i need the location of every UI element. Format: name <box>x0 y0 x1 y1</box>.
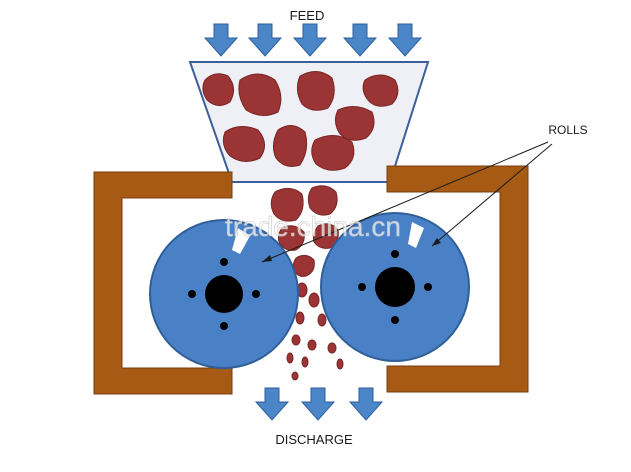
discharge-arrow-icon <box>301 387 335 421</box>
leader-line <box>261 141 549 263</box>
left-frame <box>93 171 233 395</box>
feed-arrows <box>204 23 422 57</box>
leader-line <box>431 143 553 247</box>
ore-lump <box>202 73 234 106</box>
ore-lump <box>362 74 399 107</box>
feed-arrow-icon <box>343 23 377 57</box>
right-roll <box>320 212 470 362</box>
ore-lump <box>277 225 305 251</box>
left-roll-bolt <box>252 290 260 298</box>
feed-arrow-icon <box>293 23 327 57</box>
feed-arrow-icon <box>248 23 282 57</box>
right-frame <box>386 165 529 393</box>
ore-lump <box>313 223 339 249</box>
left-roll-bolt <box>220 322 228 330</box>
ore-lump <box>222 126 265 162</box>
feed-arrow-icon <box>204 23 238 57</box>
arrowhead-icon <box>262 255 272 262</box>
left-roll-bolt <box>220 258 228 266</box>
watermark: trade.china.cn <box>225 211 401 242</box>
discharge-arrow-icon <box>349 387 383 421</box>
left-roll-bolt <box>188 290 196 298</box>
rolls-label: ROLLS <box>548 123 587 137</box>
right-roll-bolt <box>391 250 399 258</box>
ore-lump <box>286 352 294 364</box>
right-roll-bolt <box>424 283 432 291</box>
rolls-leader-lines <box>261 141 553 263</box>
ore-lump <box>317 313 327 327</box>
discharge-arrows <box>255 387 383 421</box>
discharge-label: DISCHARGE <box>275 432 353 447</box>
ore-lumps <box>202 71 399 171</box>
ore-lump <box>238 73 282 116</box>
right-roll-notch <box>408 222 424 248</box>
arrowhead-icon <box>432 238 441 246</box>
right-roll-bolt <box>391 316 399 324</box>
ore-lump <box>272 125 308 167</box>
ore-lump <box>291 371 299 381</box>
ore-lump <box>295 311 305 325</box>
feed-label: FEED <box>290 8 325 23</box>
right-roll-hub <box>375 267 415 307</box>
ore-lump <box>308 292 320 308</box>
leader-arrowheads <box>262 238 441 262</box>
ore-lump <box>292 254 315 277</box>
ore-lump <box>307 339 317 351</box>
ore-lump <box>301 356 309 368</box>
discharge-arrow-icon <box>255 387 289 421</box>
ore-lump <box>270 188 304 222</box>
ore-lump <box>336 358 344 370</box>
left-roll-hub <box>205 275 243 313</box>
ore-stream <box>270 185 344 381</box>
ore-lump <box>291 334 301 346</box>
feed-arrow-icon <box>388 23 422 57</box>
ore-lump <box>311 135 355 171</box>
left-roll-notch <box>232 228 250 254</box>
ore-lump <box>334 106 375 141</box>
right-roll-bolt <box>358 283 366 291</box>
ore-lump <box>296 71 335 111</box>
ore-lump <box>327 342 337 354</box>
ore-lump <box>307 185 338 216</box>
left-roll <box>149 219 299 369</box>
